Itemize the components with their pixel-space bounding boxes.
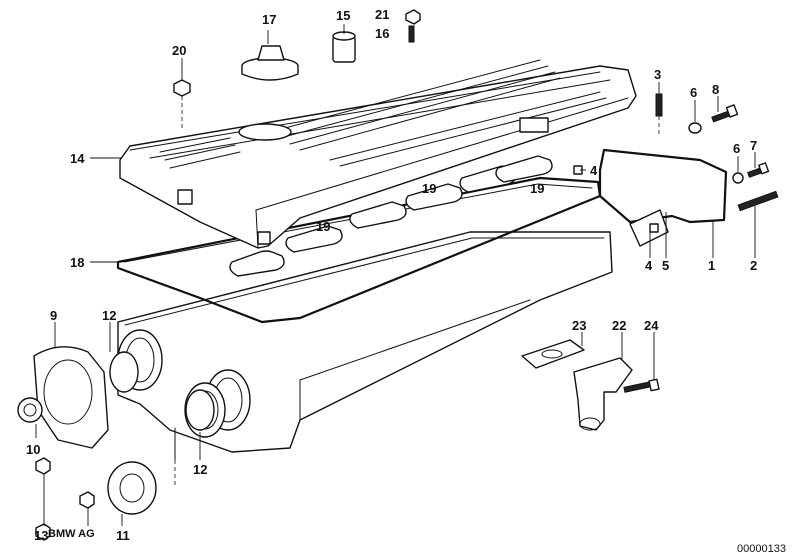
sleeve-lower	[649, 223, 659, 233]
callout-9: 9	[50, 308, 57, 323]
callout-24: 24	[644, 318, 659, 333]
callout-6: 6	[690, 85, 697, 100]
callout-18: 18	[70, 255, 84, 270]
stud-3	[655, 93, 663, 136]
callout-12: 12	[193, 462, 207, 477]
callout-23: 23	[572, 318, 586, 333]
callout-10: 10	[26, 442, 40, 457]
figure-id: 00000133	[737, 543, 786, 555]
callout-6: 6	[733, 141, 740, 156]
callout-19: 19	[422, 181, 436, 196]
callout-8: 8	[712, 82, 719, 97]
callout-4: 4	[590, 163, 598, 178]
valve-cover	[119, 59, 637, 249]
callout-19: 19	[530, 181, 544, 196]
washer-lower	[732, 172, 744, 184]
seal-ring-lower	[185, 389, 215, 431]
outlet-gasket	[521, 339, 585, 369]
rubber-plug	[332, 31, 356, 63]
leader-lines	[35, 24, 756, 526]
callout-17: 17	[262, 12, 276, 27]
oil-filler-cap	[241, 45, 299, 81]
seal-ring-upper	[109, 351, 139, 393]
outlet-housing	[573, 357, 633, 431]
cap-nut	[173, 79, 191, 128]
callout-labels: 1 2 3 4 4 5 6 6 7 8 9 10 11 12 12 13 14 …	[26, 7, 757, 543]
callout-13: 13	[34, 528, 48, 543]
nut-10	[35, 457, 51, 475]
callout-4: 4	[645, 258, 653, 273]
callout-14: 14	[70, 151, 85, 166]
end-gasket	[598, 148, 728, 247]
watermark: BMW AG	[48, 528, 95, 540]
washer-upper	[688, 122, 702, 134]
callout-2: 2	[750, 258, 757, 273]
callout-19: 19	[316, 219, 330, 234]
bolt-24	[623, 378, 660, 393]
round-cover	[107, 461, 157, 515]
callout-20: 20	[172, 43, 186, 58]
callout-5: 5	[662, 258, 669, 273]
nut-lower	[79, 491, 95, 509]
long-bolt-2	[737, 190, 779, 212]
bolt-7	[747, 162, 770, 178]
end-cover	[17, 346, 109, 449]
bolt-8	[711, 104, 739, 123]
callout-12: 12	[102, 308, 116, 323]
callout-1: 1	[708, 258, 715, 273]
callout-15: 15	[336, 8, 350, 23]
nut-and-stud	[405, 9, 421, 43]
callout-7: 7	[750, 138, 757, 153]
callout-11: 11	[116, 528, 130, 543]
callout-16: 16	[375, 26, 389, 41]
callout-3: 3	[654, 67, 661, 82]
callout-21: 21	[375, 7, 389, 22]
callout-22: 22	[612, 318, 626, 333]
gasket-outer	[116, 155, 602, 324]
